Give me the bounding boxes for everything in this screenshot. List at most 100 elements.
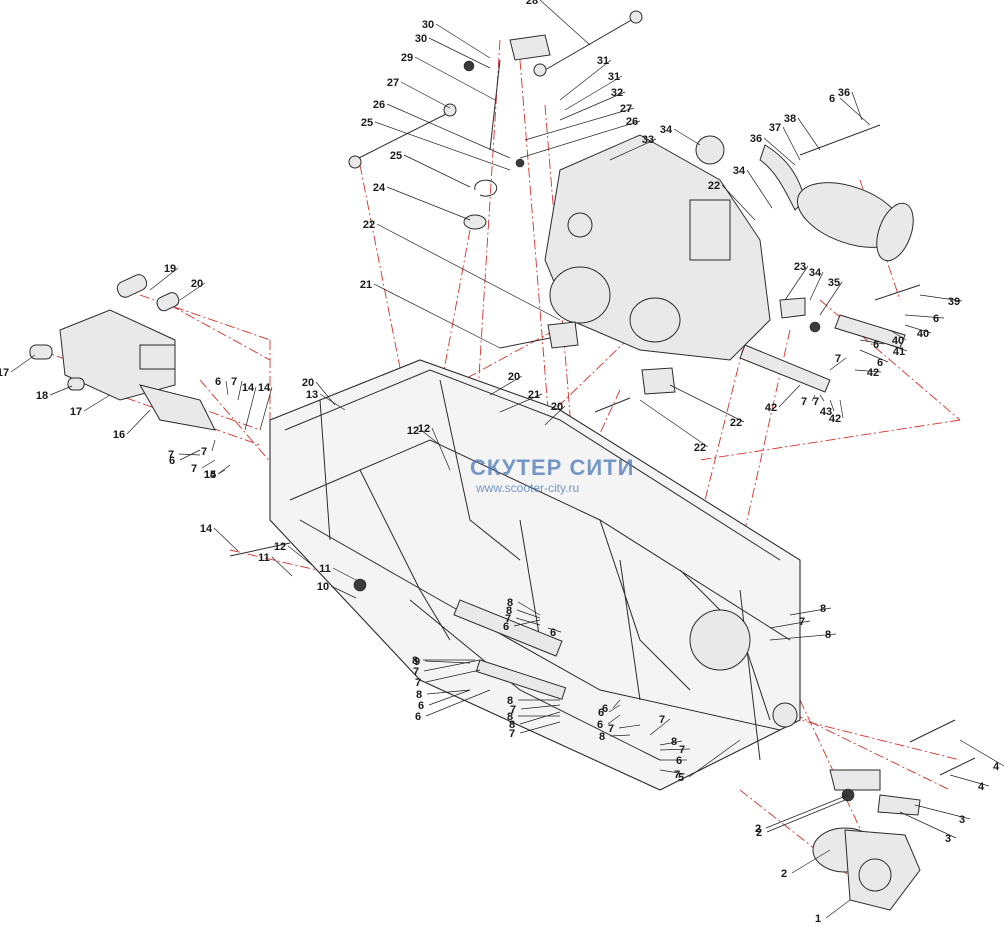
callout-leader xyxy=(811,394,816,402)
watermark-title: СКУТЕР СИТИ xyxy=(470,455,635,480)
callout-leader xyxy=(315,381,336,406)
callout-leader xyxy=(914,804,971,820)
callout-number: 23 xyxy=(794,261,806,273)
callout-leader xyxy=(431,427,451,471)
callout-leader xyxy=(524,107,635,141)
callout-leader xyxy=(489,375,523,396)
callout-leader xyxy=(859,349,889,363)
callout-number: 9 xyxy=(414,656,420,668)
callout-number: 26 xyxy=(373,99,385,111)
callout-leader xyxy=(949,774,990,787)
callout-number: 7 xyxy=(168,449,174,461)
callout-number: 8 xyxy=(507,695,513,707)
callout-number: 29 xyxy=(401,52,413,64)
callout-number: 3 xyxy=(959,814,965,826)
callout-leader xyxy=(769,633,837,641)
callout-leader xyxy=(669,384,745,423)
callout-number: 15 xyxy=(204,469,216,481)
callout-number: 8 xyxy=(825,629,831,641)
callout-number: 6 xyxy=(933,313,939,325)
callout-number: 7 xyxy=(191,463,197,475)
callout-number: 11 xyxy=(319,563,331,575)
callout-leader xyxy=(201,459,216,469)
callout-number: 7 xyxy=(415,677,421,689)
atv-frame xyxy=(269,359,801,791)
callout-number: 2 xyxy=(781,868,787,880)
callout-number: 36 xyxy=(838,87,850,99)
callout-number: 19 xyxy=(164,263,176,275)
callout-number: 7 xyxy=(510,704,516,716)
callout-leader xyxy=(332,567,357,581)
callout-number: 6 xyxy=(503,621,509,633)
callout-number: 22 xyxy=(708,180,720,192)
callout-number: 2 xyxy=(755,823,761,835)
callout-leader xyxy=(330,585,357,599)
callout-leader xyxy=(721,184,756,221)
watermark: СКУТЕР СИТИ www.scooter-city.ru xyxy=(470,455,634,495)
hardware xyxy=(229,60,976,816)
callout-leader xyxy=(425,689,491,717)
callout-number: 41 xyxy=(893,346,905,358)
callout-leader xyxy=(829,357,847,371)
callout-leader xyxy=(373,283,501,349)
callout-leader xyxy=(659,769,686,775)
callout-leader xyxy=(515,617,541,626)
callout-number: 6 xyxy=(215,376,221,388)
callout-leader xyxy=(426,689,471,695)
callout-leader xyxy=(244,386,257,431)
callout-number: 8 xyxy=(599,731,605,743)
callout-number: 12 xyxy=(418,423,430,435)
callout-leader xyxy=(10,354,36,373)
callout-leader xyxy=(423,659,481,672)
callout-leader xyxy=(791,849,831,874)
callout-leader xyxy=(287,545,313,566)
callout-number: 36 xyxy=(750,133,762,145)
callout-leader xyxy=(513,619,541,627)
front-differential xyxy=(29,274,216,431)
callout-leader xyxy=(789,607,832,616)
callout-leader xyxy=(149,267,179,291)
callout-leader xyxy=(825,899,851,919)
callout-number: 38 xyxy=(784,113,796,125)
callout-number: 30 xyxy=(422,19,434,31)
callout-number: 42 xyxy=(867,367,879,379)
callout-leader xyxy=(829,399,835,412)
callout-leader xyxy=(688,739,741,778)
callout-number: 39 xyxy=(948,296,960,308)
callout-number: 24 xyxy=(373,182,386,194)
callout-leader xyxy=(889,329,907,341)
callout-leader xyxy=(217,469,226,475)
callout-number: 16 xyxy=(113,429,125,441)
callout-number: 25 xyxy=(390,150,402,162)
callout-number: 7 xyxy=(801,396,807,408)
intake-assembly xyxy=(695,124,914,262)
callout-number: 20 xyxy=(508,371,520,383)
callout-number: 31 xyxy=(597,55,609,67)
callout-number: 33 xyxy=(642,134,654,146)
callout-number: 28 xyxy=(526,0,538,7)
callout-leader xyxy=(403,154,471,188)
callout-number: 7 xyxy=(413,666,419,678)
callout-number: 4 xyxy=(978,781,985,793)
callout-number: 20 xyxy=(302,377,314,389)
callout-number: 10 xyxy=(317,581,329,593)
callout-number: 8 xyxy=(412,655,418,667)
callout-number: 8 xyxy=(416,689,422,701)
callout-leader xyxy=(839,399,844,419)
callout-number: 7 xyxy=(835,353,841,365)
callout-leader xyxy=(797,117,821,151)
callout-number: 27 xyxy=(387,77,399,89)
callout-leader xyxy=(516,609,541,619)
callout-leader xyxy=(859,339,885,345)
callout-leader xyxy=(608,704,621,713)
callout-leader xyxy=(225,380,229,396)
callout-number: 8 xyxy=(507,597,513,609)
callout-number: 4 xyxy=(993,761,1000,773)
callout-number: 14 xyxy=(242,382,255,394)
callout-leader xyxy=(213,527,239,552)
callout-leader xyxy=(428,689,471,706)
callout-leader xyxy=(519,721,561,734)
callout-number: 42 xyxy=(765,402,777,414)
callout-leader xyxy=(766,799,846,833)
callout-leader xyxy=(851,91,863,121)
